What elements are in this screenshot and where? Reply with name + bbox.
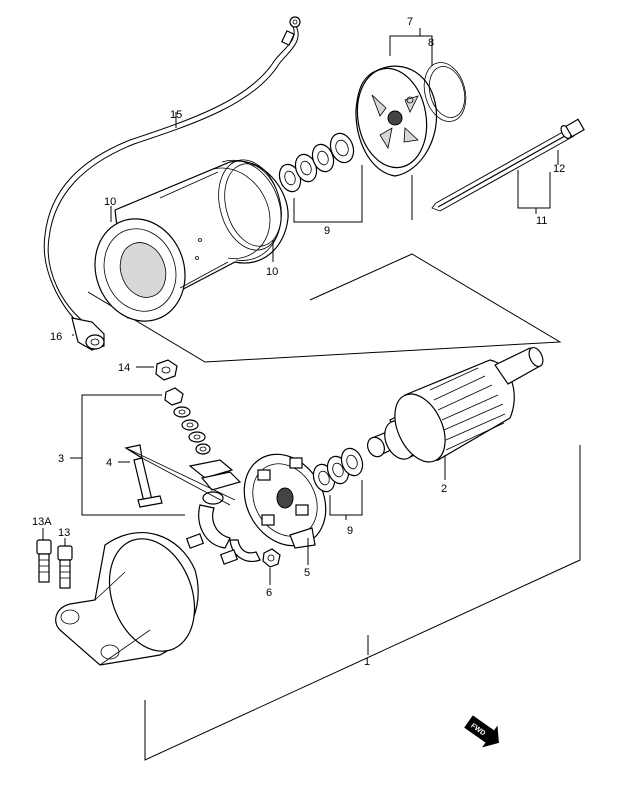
callout-15: 15 <box>170 109 182 121</box>
terminal-16 <box>71 317 105 351</box>
callout-2: 2 <box>441 483 447 495</box>
through-bolt-11 <box>431 127 575 212</box>
callout-6: 6 <box>266 587 272 599</box>
o-ring-8 <box>423 62 467 122</box>
callout-13: 13 <box>58 527 70 539</box>
bolt-13 <box>57 545 73 589</box>
callout-14: 14 <box>118 362 130 374</box>
yoke-frame-outline <box>87 253 562 363</box>
callout-8: 8 <box>428 37 434 49</box>
insulator-plate-4 <box>124 444 236 506</box>
callout-7: 7 <box>407 16 413 28</box>
callout-5: 5 <box>304 567 310 579</box>
callout-11: 11 <box>536 215 547 227</box>
armature-2 <box>367 346 544 463</box>
callout-16: 16 <box>50 331 62 343</box>
callout-3: 3 <box>58 453 64 465</box>
bolt-washer-12 <box>560 118 585 139</box>
callout-9-bottom: 9 <box>347 525 353 537</box>
lead-wire-15 <box>43 16 301 326</box>
terminal-bolt-4 <box>133 457 163 508</box>
assembly-bracket-1 <box>144 445 581 761</box>
nut-6 <box>262 548 281 568</box>
bolt-13a <box>36 539 52 583</box>
brush-holder-kit-bracket-3 <box>70 394 185 516</box>
washer-stack-3 <box>164 387 242 505</box>
nut-14 <box>155 359 178 381</box>
callout-12: 12 <box>553 163 565 175</box>
washer-stack-9-bottom <box>312 447 364 493</box>
brush-holder-plate-5 <box>185 453 327 565</box>
callout-10-left: 10 <box>104 196 116 208</box>
callout-9-top: 9 <box>324 225 330 237</box>
callout-4: 4 <box>106 457 112 469</box>
washer-stack-9-top <box>278 132 355 193</box>
front-mounting-housing <box>55 531 199 666</box>
motor-yoke-housing <box>94 159 289 322</box>
callout-10-right: 10 <box>266 266 278 278</box>
leader-lines <box>42 28 559 585</box>
o-ring-10-right <box>218 159 282 251</box>
callout-labels: 7 8 15 10 9 10 12 11 16 14 3 4 2 9 13A 1… <box>32 16 565 668</box>
rear-end-cover-7 <box>355 65 438 177</box>
forward-arrow-icon: FWD <box>464 715 499 748</box>
callout-13a: 13A <box>32 516 52 528</box>
callout-1: 1 <box>364 656 370 668</box>
